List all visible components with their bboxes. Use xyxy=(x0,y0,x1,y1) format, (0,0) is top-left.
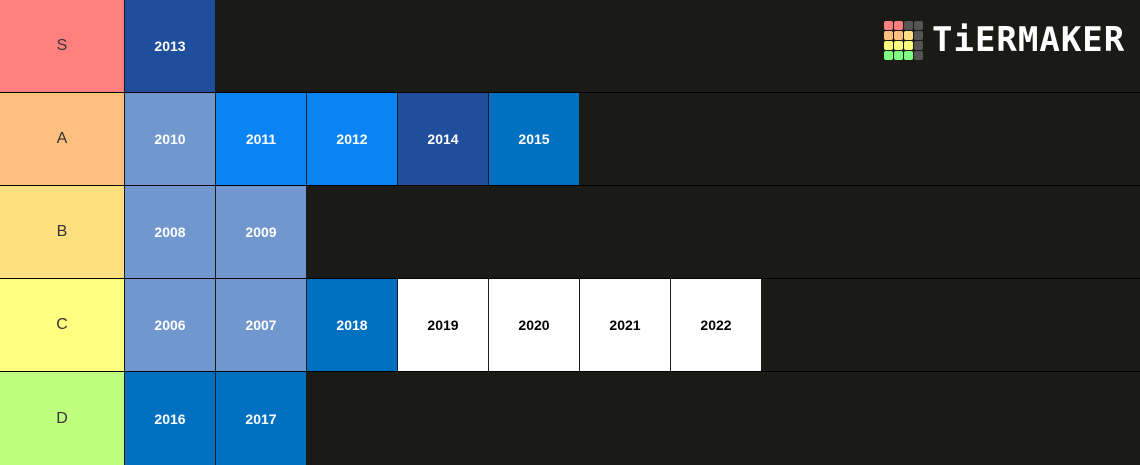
logo-grid-cell xyxy=(894,20,903,30)
tier-row-d: D 2016 2017 xyxy=(0,372,1140,465)
tier-item[interactable]: 2016 xyxy=(125,372,215,465)
tier-item[interactable]: 2021 xyxy=(580,279,670,371)
tier-items-d: 2016 2017 xyxy=(125,372,307,465)
logo-grid-icon xyxy=(884,20,923,60)
logo-grid-cell xyxy=(904,30,913,40)
logo-grid-cell xyxy=(894,40,903,50)
tier-item[interactable]: 2018 xyxy=(307,279,397,371)
tier-item[interactable]: 2022 xyxy=(671,279,761,371)
logo-grid-cell xyxy=(884,20,893,30)
tier-item[interactable]: 2007 xyxy=(216,279,306,371)
tier-label-d[interactable]: D xyxy=(0,372,124,465)
tier-row-c: C 2006 2007 2018 2019 2020 2021 2022 xyxy=(0,279,1140,371)
logo-grid-cell xyxy=(904,20,913,30)
tier-items-s: 2013 xyxy=(125,0,216,92)
tier-row-b: B 2008 2009 xyxy=(0,186,1140,278)
logo-grid-cell xyxy=(884,30,893,40)
tier-label-c[interactable]: C xyxy=(0,279,124,371)
tier-items-c: 2006 2007 2018 2019 2020 2021 2022 xyxy=(125,279,762,371)
tier-row-a: A 2010 2011 2012 2014 2015 xyxy=(0,93,1140,185)
logo-grid-cell xyxy=(914,20,923,30)
tier-item[interactable]: 2014 xyxy=(398,93,488,185)
tier-item[interactable]: 2020 xyxy=(489,279,579,371)
tier-item[interactable]: 2009 xyxy=(216,186,306,278)
tier-item[interactable]: 2017 xyxy=(216,372,306,465)
logo-grid-cell xyxy=(914,30,923,40)
tier-row-s: S 2013 xyxy=(0,0,1140,92)
logo-text: TiERMAKER xyxy=(932,20,1126,60)
tiermaker-logo[interactable]: TiERMAKER xyxy=(884,20,1125,60)
tier-item[interactable]: 2015 xyxy=(489,93,579,185)
tier-item[interactable]: 2010 xyxy=(125,93,215,185)
tier-item[interactable]: 2006 xyxy=(125,279,215,371)
tier-items-b: 2008 2009 xyxy=(125,186,307,278)
logo-grid-cell xyxy=(914,40,923,50)
logo-grid-cell xyxy=(894,50,903,60)
tier-item[interactable]: 2011 xyxy=(216,93,306,185)
tier-item[interactable]: 2012 xyxy=(307,93,397,185)
logo-grid-cell xyxy=(914,50,923,60)
logo-grid-cell xyxy=(894,30,903,40)
tier-item[interactable]: 2019 xyxy=(398,279,488,371)
tier-label-a[interactable]: A xyxy=(0,93,124,185)
logo-grid-cell xyxy=(884,40,893,50)
tier-label-s[interactable]: S xyxy=(0,0,124,92)
tier-label-b[interactable]: B xyxy=(0,186,124,278)
logo-grid-cell xyxy=(904,40,913,50)
tier-item[interactable]: 2008 xyxy=(125,186,215,278)
logo-grid-cell xyxy=(884,50,893,60)
tier-items-a: 2010 2011 2012 2014 2015 xyxy=(125,93,580,185)
tier-item[interactable]: 2013 xyxy=(125,0,215,92)
logo-grid-cell xyxy=(904,50,913,60)
